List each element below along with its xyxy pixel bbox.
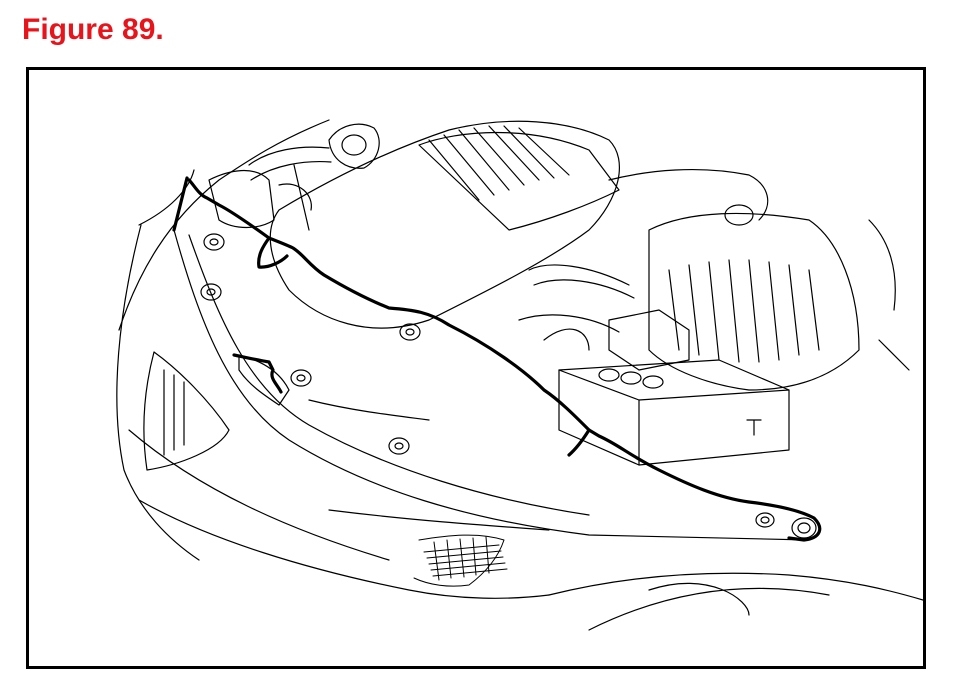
engine-cover [269, 120, 620, 329]
bolt-hole-1 [203, 233, 225, 251]
bolt-hole-2 [200, 283, 222, 301]
support-brace [328, 509, 550, 531]
battery [558, 359, 790, 466]
intake-ribs [428, 125, 570, 201]
harness-route [172, 176, 822, 542]
diagram-frame [26, 67, 926, 669]
bolt-hole-6 [755, 512, 775, 528]
front-bumper-outline [138, 499, 550, 599]
air-hose [248, 146, 332, 181]
harness-branch-mid [567, 428, 591, 457]
radiator-support-inner [188, 234, 590, 516]
hood-panel-curve [588, 587, 830, 631]
intake-plenum [418, 131, 620, 231]
harness-branch-upper [257, 236, 289, 269]
harness-branch-left-top [172, 176, 189, 232]
left-body-panel [116, 224, 200, 561]
left-fender-outline [118, 119, 330, 331]
front-bumper-lower [128, 429, 390, 561]
air-duct [608, 168, 769, 221]
headlight-inner [163, 369, 185, 456]
figure-title: Figure 89. [22, 13, 164, 46]
grille-mesh [413, 534, 508, 587]
ground-terminal [791, 517, 817, 539]
air-cleaner-box [648, 212, 860, 391]
hood-edge-lower [548, 572, 923, 601]
bolt-hole-5 [388, 437, 410, 455]
headlight-lens [143, 351, 230, 471]
engine-bay-illustration [116, 119, 923, 631]
radiator-support [173, 229, 810, 541]
relay-box [608, 309, 690, 371]
bolt-hole-4 [399, 323, 421, 341]
harness-main [187, 178, 822, 542]
air-cleaner-ribs [668, 259, 820, 363]
harness-branch-lower [232, 353, 283, 394]
bolt-holes [200, 233, 817, 539]
hood-panel-curve-2 [648, 582, 750, 616]
wire-loom [518, 264, 635, 333]
fender-edge [138, 169, 195, 226]
throttle-body [328, 123, 380, 169]
left-components [208, 169, 275, 229]
bolt-hole-3 [290, 369, 312, 387]
battery-terminal [746, 419, 762, 436]
